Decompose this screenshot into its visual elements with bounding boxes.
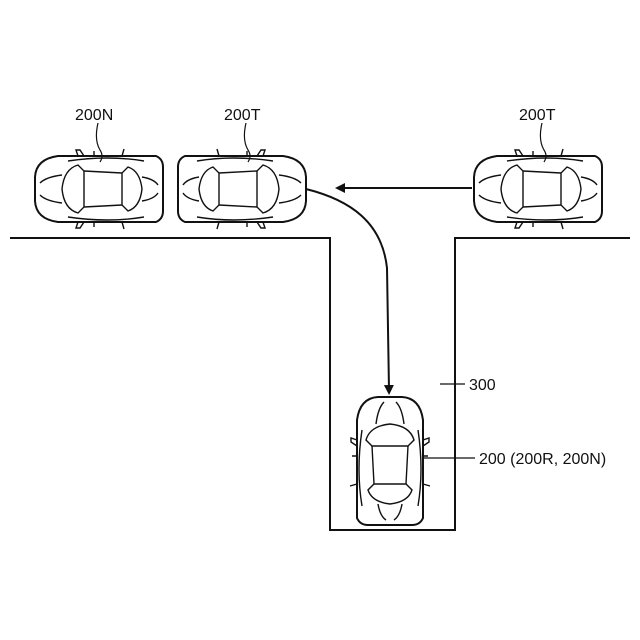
label-road: 300 (469, 377, 496, 394)
label-car-right: 200T (519, 107, 556, 124)
label-car-bottom: 200 (200R, 200N) (479, 451, 606, 468)
arrow-turn-down (306, 189, 389, 390)
car-left-facing-left (35, 149, 163, 229)
car-bottom-facing-up (350, 397, 430, 525)
label-car-left: 200N (75, 107, 113, 124)
car-right-facing-left (474, 149, 602, 229)
label-car-middle: 200T (224, 107, 261, 124)
road-outline (10, 238, 630, 530)
car-middle-facing-right (178, 149, 306, 229)
